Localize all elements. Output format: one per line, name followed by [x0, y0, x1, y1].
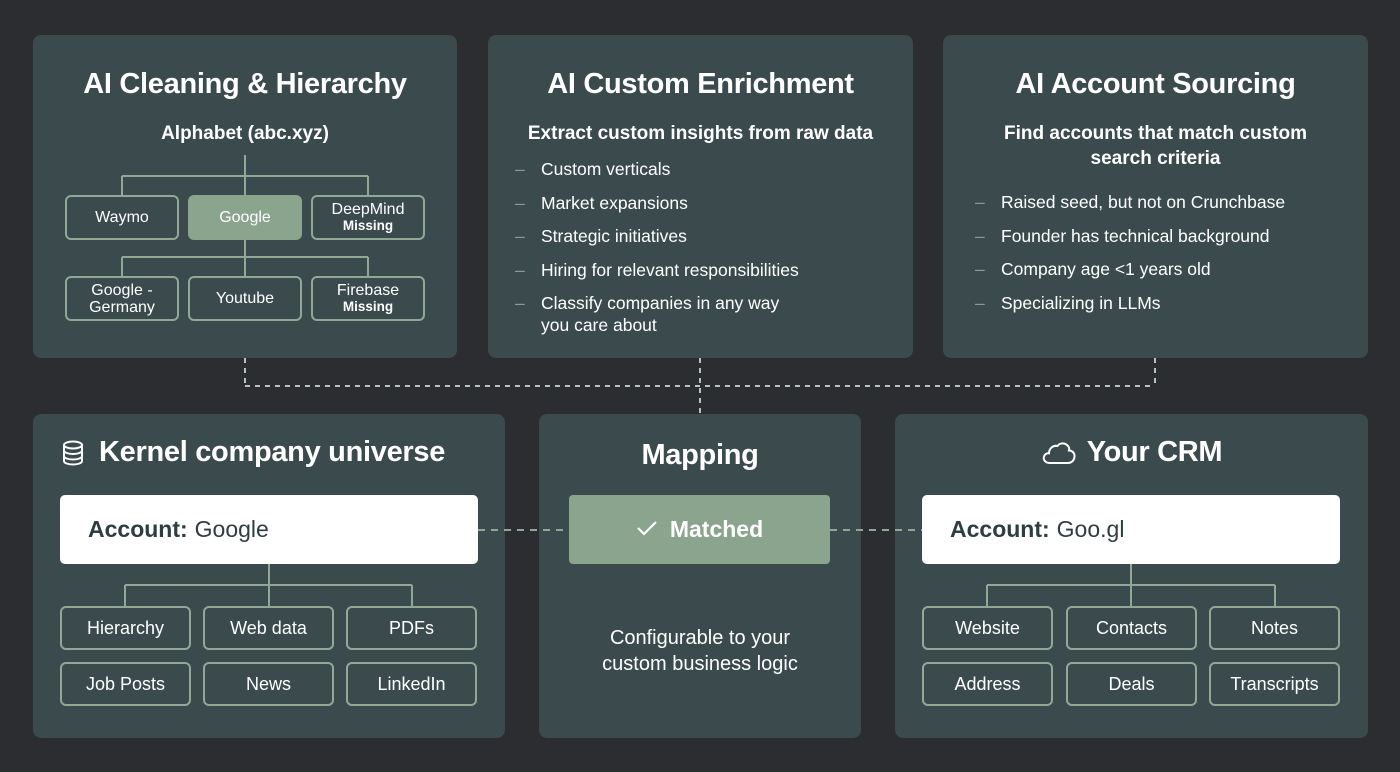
account-value: Goo.gl — [1056, 516, 1125, 542]
check-icon — [636, 516, 658, 543]
kernel-panel: Kernel company universe Account: Google … — [33, 414, 505, 738]
kernel-header: Kernel company universe — [61, 436, 505, 469]
hierarchy-node-waymo[interactable]: Waymo — [65, 195, 179, 240]
mapping-caption: Configurable to your custom business log… — [602, 627, 798, 675]
sourcing-title: AI Account Sourcing — [1015, 68, 1296, 100]
missing-badge: Missing — [342, 299, 394, 314]
account-label: Account: — [88, 516, 188, 542]
matched-label: Matched — [669, 516, 764, 542]
hierarchy-node-firebase[interactable]: Firebase Missing — [311, 276, 425, 321]
sourcing-panel: AI Account Sourcing Find accounts that m… — [943, 35, 1368, 358]
crm-field-address[interactable]: Address — [922, 662, 1053, 706]
enrichment-list: –Custom verticals –Market expansions –St… — [515, 158, 895, 348]
source-web-data[interactable]: Web data — [203, 606, 334, 650]
crm-field-website[interactable]: Website — [922, 606, 1053, 650]
source-pdfs[interactable]: PDFs — [346, 606, 477, 650]
kernel-account-card[interactable]: Account: Google — [60, 495, 478, 564]
crm-panel: Your CRM Account: Goo.gl Website Contact… — [895, 414, 1368, 738]
mapping-title: Mapping — [641, 439, 759, 471]
hierarchy-node-google[interactable]: Google — [188, 195, 302, 240]
list-item: –Hiring for relevant responsibilities — [515, 259, 799, 280]
source-job-posts[interactable]: Job Posts — [60, 662, 191, 706]
account-label: Account: — [950, 516, 1050, 542]
crm-account-card[interactable]: Account: Goo.gl — [922, 495, 1340, 564]
sourcing-subtitle: Find accounts that match custom search c… — [1004, 123, 1307, 169]
mapping-panel: Mapping Matched Configurable to your cus… — [539, 414, 861, 738]
account-value: Google — [194, 516, 269, 542]
hierarchy-tree-lines — [121, 155, 369, 276]
crm-field-notes[interactable]: Notes — [1209, 606, 1340, 650]
crm-field-transcripts[interactable]: Transcripts — [1209, 662, 1340, 706]
node-name: DeepMind — [331, 201, 405, 218]
kernel-title: Kernel company universe — [99, 436, 446, 468]
hierarchy-node-youtube[interactable]: Youtube — [188, 276, 302, 321]
crm-field-deals[interactable]: Deals — [1066, 662, 1197, 706]
source-linkedin[interactable]: LinkedIn — [346, 662, 477, 706]
sourcing-list: –Raised seed, but not on Crunchbase –Fou… — [975, 191, 1355, 325]
database-icon — [61, 440, 87, 466]
source-hierarchy[interactable]: Hierarchy — [60, 606, 191, 650]
list-item: –Specializing in LLMs — [975, 292, 1161, 313]
node-name: Waymo — [95, 209, 149, 226]
cleaning-root-label: Alphabet (abc.xyz) — [161, 123, 329, 144]
list-item: –Company age <1 years old — [975, 259, 1211, 279]
kernel-tree-lines — [124, 564, 413, 606]
cleaning-title: AI Cleaning & Hierarchy — [83, 68, 407, 100]
crm-tree-lines — [986, 564, 1276, 606]
node-name: Google — [219, 209, 271, 226]
list-item: –Market expansions — [515, 192, 688, 213]
node-name: Firebase — [336, 282, 400, 299]
cloud-icon — [1041, 440, 1077, 466]
missing-badge: Missing — [342, 218, 394, 233]
source-news[interactable]: News — [203, 662, 334, 706]
crm-title: Your CRM — [1086, 436, 1223, 468]
node-name: Youtube — [215, 290, 275, 307]
crm-header: Your CRM — [895, 436, 1368, 469]
list-item: –Raised seed, but not on Crunchbase — [975, 192, 1286, 212]
enrichment-title: AI Custom Enrichment — [547, 68, 854, 100]
hierarchy-node-deepmind[interactable]: DeepMind Missing — [311, 195, 425, 240]
node-name: Google - Germany — [89, 281, 155, 316]
list-item: –Classify companies in any way you care … — [515, 293, 780, 335]
list-item: –Custom verticals — [515, 159, 671, 179]
list-item: –Strategic initiatives — [515, 226, 687, 246]
matched-badge[interactable]: Matched — [569, 495, 830, 564]
enrichment-subtitle: Extract custom insights from raw data — [527, 123, 874, 144]
cleaning-panel: AI Cleaning & Hierarchy Alphabet (abc.xy… — [33, 35, 457, 358]
hierarchy-node-google-germany[interactable]: Google - Germany — [65, 276, 179, 321]
enrichment-panel: AI Custom Enrichment Extract custom insi… — [488, 35, 913, 358]
crm-field-contacts[interactable]: Contacts — [1066, 606, 1197, 650]
list-item: –Founder has technical background — [975, 225, 1270, 246]
